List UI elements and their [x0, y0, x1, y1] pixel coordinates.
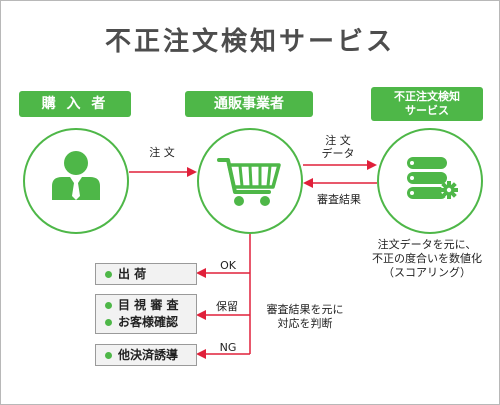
review-box: 目 視 審 査 お客様確認	[95, 294, 197, 334]
service-header-line2: サービス	[405, 104, 449, 117]
person-icon	[52, 151, 100, 200]
hold-label: 保留	[216, 300, 238, 313]
scoring-note: 注文データを元に、 不正の度合いを数値化 （スコアリング）	[359, 238, 495, 280]
service-circle	[377, 128, 483, 234]
decision-note-line1: 審査結果を元に	[266, 303, 344, 316]
bullet-dot	[105, 319, 112, 326]
ng-arrowhead	[196, 349, 206, 359]
shopping-cart-icon	[217, 158, 281, 206]
other-payment-label: 他決済誘導	[118, 348, 179, 362]
scoring-note-line2: 不正の度合いを数値化	[372, 252, 482, 265]
ship-label: 出 荷	[118, 267, 147, 281]
merchant-header: 通販事業者	[185, 91, 313, 117]
bullet-dot	[105, 271, 112, 278]
scoring-note-line1: 注文データを元に、	[377, 238, 477, 251]
order-data-label-line2: データ	[321, 147, 355, 160]
decision-note-line2: 対応を判断	[277, 317, 333, 330]
order-arrowhead	[187, 167, 197, 177]
result-arrowhead	[303, 178, 313, 188]
ship-box: 出 荷	[95, 263, 197, 285]
order-data-arrowhead	[367, 160, 377, 170]
ok-label: OK	[220, 259, 236, 272]
screening-result-label: 審査結果	[317, 193, 361, 206]
visual-review-label: 目 視 審 査	[118, 298, 179, 312]
page-title: 不正注文検知サービス	[104, 27, 395, 57]
decision-note: 審査結果を元に 対応を判断	[255, 303, 355, 331]
scoring-note-line3: （スコアリング）	[383, 266, 471, 279]
merchant-circle	[197, 128, 303, 234]
buyer-header: 購 入 者	[19, 91, 131, 117]
buyer-circle	[23, 128, 129, 234]
database-gear-icon	[407, 157, 458, 199]
order-label: 注 文	[149, 146, 175, 159]
other-payment-box: 他決済誘導	[95, 344, 197, 366]
ng-label: NG	[219, 341, 237, 354]
bullet-dot	[105, 302, 112, 309]
ok-arrowhead	[196, 268, 206, 278]
service-header-line1: 不正注文検知	[394, 90, 460, 103]
service-header: 不正注文検知 サービス	[371, 87, 483, 121]
order-data-label: 注 文 データ	[313, 134, 363, 160]
customer-check-label: お客様確認	[118, 315, 179, 329]
order-data-label-line1: 注 文	[325, 134, 351, 147]
hold-arrowhead	[196, 310, 206, 320]
bullet-dot	[105, 352, 112, 359]
